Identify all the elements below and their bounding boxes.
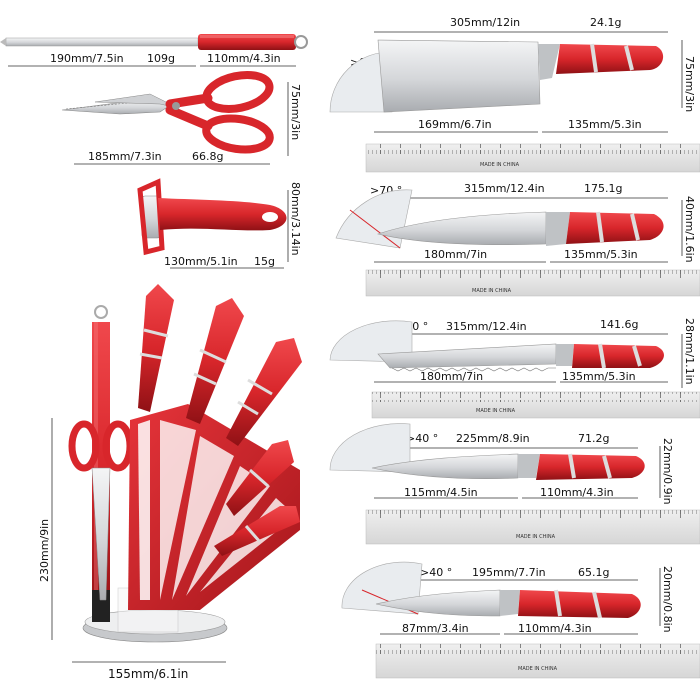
utility-blade-label: 115mm/4.5in (404, 486, 478, 499)
cleaver-height-label: 75mm/3in (683, 56, 696, 112)
chef-handle-label: 135mm/5.3in (564, 248, 638, 261)
chef-weight-label: 175.1g (584, 182, 622, 195)
block-height-label: 230mm/9in (38, 519, 51, 582)
scissors-length-label: 185mm/7.3in (88, 150, 162, 163)
paring-total-label: 195mm/7.7in (472, 566, 546, 579)
paring-height-label: 20mm/0.8in (661, 566, 674, 633)
utility-total-label: 225mm/8.9in (456, 432, 530, 445)
peeler-height-label: 80mm/3.14in (289, 182, 302, 256)
knife-row-chef: >70 ° 315mm/12.4in 175.1g 180mm/7in 135m… (335, 182, 700, 297)
knife-row-paring: >40 ° 195mm/7.7in 65.1g 87mm/3.4in 110mm… (341, 561, 700, 679)
sharpener-weight-label: 109g (147, 52, 175, 65)
block-handle-4 (226, 440, 294, 516)
utility-ruler-text: MADE IN CHINA (516, 534, 556, 540)
paring-handle (518, 590, 641, 618)
paring-blade-label: 87mm/3.4in (402, 622, 469, 635)
chef-blade-label: 180mm/7in (424, 248, 487, 261)
block-handle-3 (226, 338, 302, 446)
knife-row-cleaver: 305mm/12in 24.1g >90 ° 169mm/6.7in 135mm… (329, 16, 700, 173)
chef-total-label: 315mm/12.4in (464, 182, 545, 195)
paring-handle-label: 110mm/4.3in (518, 622, 592, 635)
knife-block-set: 230mm/9in 155mm/6.1in (38, 284, 302, 681)
chef-protractor (335, 189, 413, 249)
utility-handle (536, 454, 645, 480)
cleaver-blade (377, 39, 541, 113)
cleaver-blade-label: 169mm/6.7in (418, 118, 492, 131)
peeler: 130mm/5.1in 15g 80mm/3.14in (137, 178, 302, 269)
utility-handle-label: 110mm/4.3in (540, 486, 614, 499)
bread-handle-label: 135mm/5.3in (562, 370, 636, 383)
scissors-weight-label: 66.8g (192, 150, 223, 163)
utility-protractor (329, 423, 411, 473)
cleaver-total-label: 305mm/12in (450, 16, 520, 29)
utility-weight-label: 71.2g (578, 432, 609, 445)
block-width-label: 155mm/6.1in (108, 667, 188, 681)
sharpener: 190mm/7.5in 109g 110mm/4.3in (0, 34, 308, 67)
cleaver-handle (556, 44, 664, 74)
scissors: 185mm/7.3in 66.8g 75mm/3in (61, 70, 302, 165)
knife-row-bread: >70 ° 315mm/12.4in 141.6g 180mm/7in 135m… (329, 318, 700, 419)
bread-blade-label: 180mm/7in (420, 370, 483, 383)
chef-ruler-text: MADE IN CHINA (472, 288, 512, 294)
scissors-height-label: 75mm/3in (289, 84, 302, 140)
block-handle-1 (138, 284, 174, 412)
block-handle-2 (186, 298, 244, 424)
utility-angle-label: >40 ° (406, 432, 438, 445)
sharpener-total-label: 190mm/7.5in (50, 52, 124, 65)
chef-height-label: 40mm/1.6in (683, 196, 696, 263)
peeler-weight-label: 15g (254, 255, 275, 268)
bread-protractor (329, 320, 413, 363)
paring-ruler-text: MADE IN CHINA (518, 666, 558, 672)
bread-ruler-text: MADE IN CHINA (476, 408, 516, 414)
peeler-length-label: 130mm/5.1in (164, 255, 238, 268)
cleaver-weight-label: 24.1g (590, 16, 621, 29)
chef-handle (566, 212, 664, 244)
cleaver-ruler-text: MADE IN CHINA (480, 162, 520, 168)
sharpener-handle-label: 110mm/4.3in (207, 52, 281, 65)
bread-height-label: 28mm/1.1in (683, 318, 696, 385)
cleaver-handle-label: 135mm/5.3in (568, 118, 642, 131)
utility-height-label: 22mm/0.9in (661, 438, 674, 505)
paring-angle-label: >40 ° (420, 566, 452, 579)
block-handle-5 (214, 506, 300, 556)
bread-total-label: 315mm/12.4in (446, 320, 527, 333)
knife-row-utility: >40 ° 225mm/8.9in 71.2g 115mm/4.5in 110m… (329, 423, 700, 545)
bread-weight-label: 141.6g (600, 318, 638, 331)
bread-handle (572, 344, 664, 368)
paring-weight-label: 65.1g (578, 566, 609, 579)
